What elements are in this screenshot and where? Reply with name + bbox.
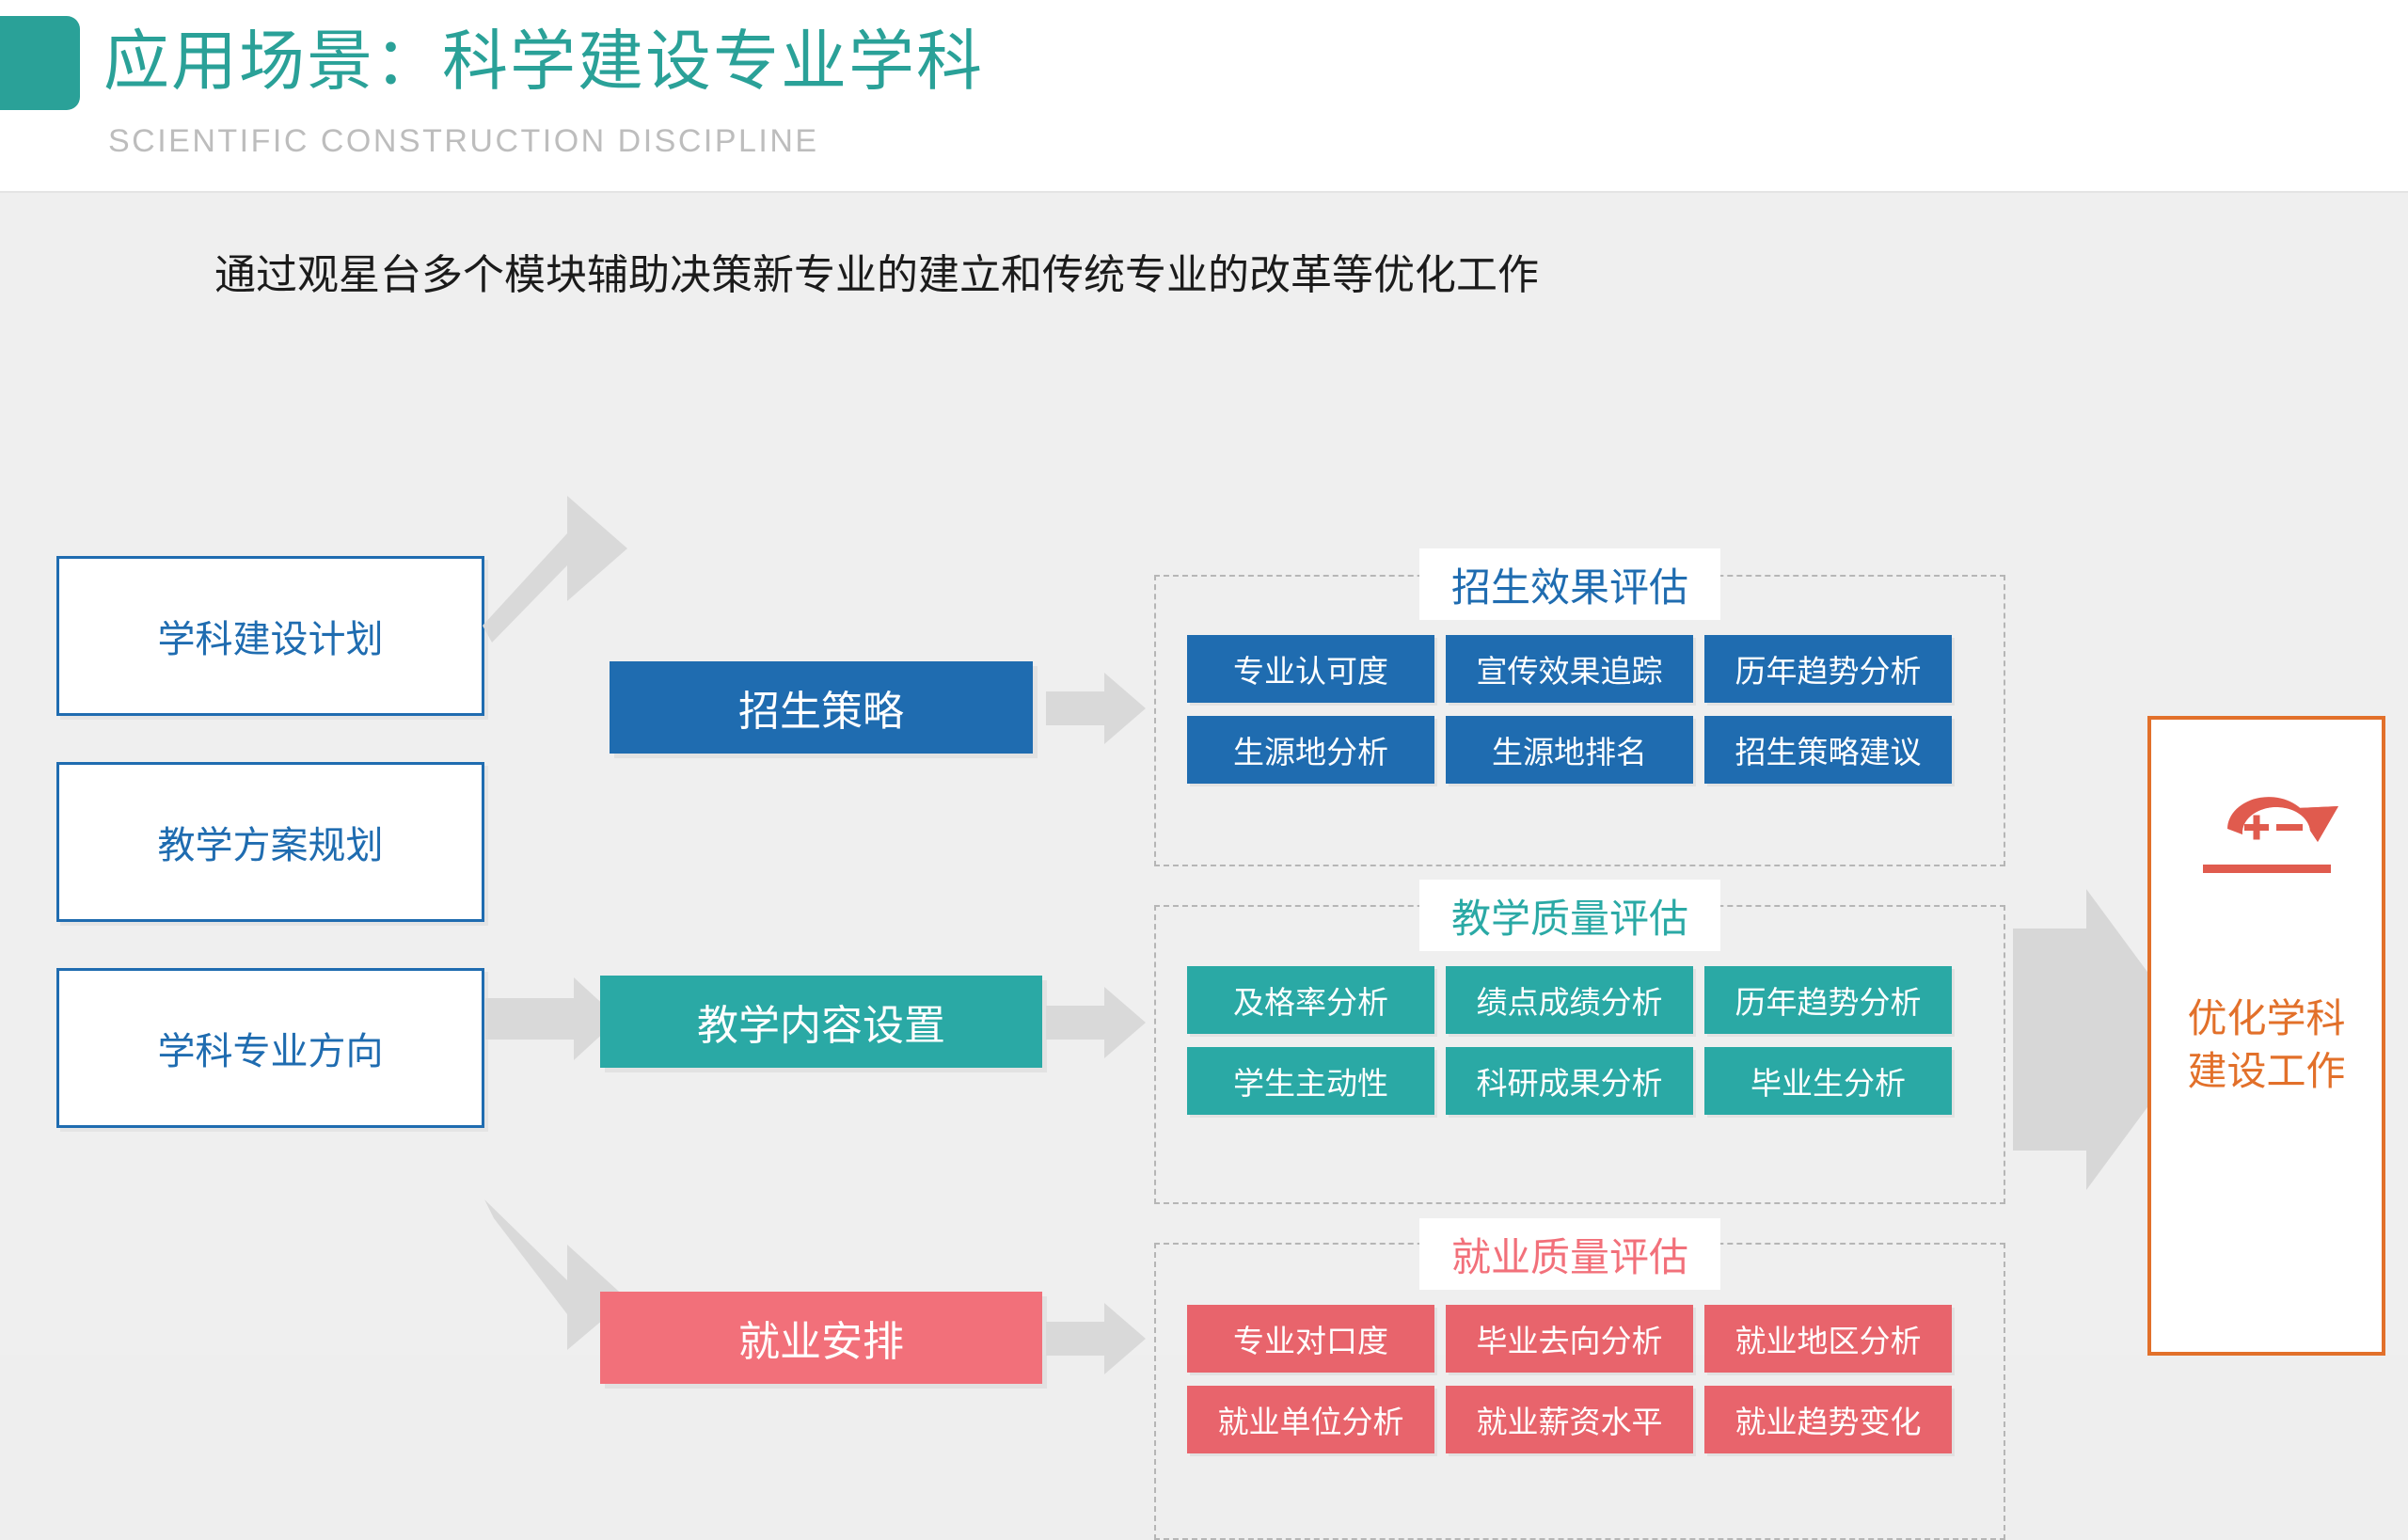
cell-grid-employment: 专业对口度 毕业去向分析 就业地区分析 就业单位分析 就业薪资水平 就业趋势变化 xyxy=(1187,1305,1952,1453)
diagonal-arrow-up-right-1 xyxy=(475,475,635,644)
stage-button-label: 招生策略 xyxy=(738,689,904,735)
metric-cell[interactable]: 就业趋势变化 xyxy=(1704,1386,1952,1453)
cell-grid-teaching: 及格率分析 绩点成绩分析 历年趋势分析 学生主动性 科研成果分析 毕业生分析 xyxy=(1187,966,1952,1115)
input-box-label: 学科专业方向 xyxy=(157,1031,384,1072)
header-accent-block xyxy=(0,16,80,110)
cell-grid-enrollment: 专业认可度 宣传效果追踪 历年趋势分析 生源地分析 生源地排名 招生策略建议 xyxy=(1187,635,1952,784)
metric-cell[interactable]: 毕业生分析 xyxy=(1704,1047,1952,1115)
metric-cell[interactable]: 专业对口度 xyxy=(1187,1305,1434,1373)
metric-cell[interactable]: 科研成果分析 xyxy=(1446,1047,1693,1115)
result-box-label: 优化学科 建设工作 xyxy=(2151,992,2382,1098)
stage-button-teaching-content[interactable]: 教学内容设置 xyxy=(600,976,1042,1068)
metric-cell[interactable]: 毕业去向分析 xyxy=(1446,1305,1693,1373)
arrow-right-to-panel-2 xyxy=(1046,985,1148,1060)
big-chevron-right-icon xyxy=(2013,889,2201,1190)
result-line-2: 建设工作 xyxy=(2187,1049,2346,1093)
input-box-discipline-plan[interactable]: 学科建设计划 xyxy=(56,556,484,716)
input-box-teaching-plan[interactable]: 教学方案规划 xyxy=(56,762,484,922)
metric-cell[interactable]: 绩点成绩分析 xyxy=(1446,966,1693,1034)
stage-button-label: 就业安排 xyxy=(738,1319,904,1365)
panel-title-teaching: 教学质量评估 xyxy=(1418,880,1721,951)
metric-cell[interactable]: 生源地分析 xyxy=(1187,716,1434,784)
input-box-label: 教学方案规划 xyxy=(157,825,384,866)
stage-button-label: 教学内容设置 xyxy=(697,1003,945,1049)
metric-cell[interactable]: 历年趋势分析 xyxy=(1704,966,1952,1034)
panel-title-employment: 就业质量评估 xyxy=(1418,1218,1721,1290)
metric-cell[interactable]: 招生策略建议 xyxy=(1704,716,1952,784)
result-line-1: 优化学科 xyxy=(2187,996,2346,1040)
stage-button-enrollment-strategy[interactable]: 招生策略 xyxy=(610,661,1033,754)
header-divider xyxy=(0,191,2408,193)
cycle-plus-minus-icon xyxy=(2186,774,2348,878)
metric-cell[interactable]: 历年趋势分析 xyxy=(1704,635,1952,703)
page-title: 应用场景：科学建设专业学科 xyxy=(103,24,984,98)
metric-cell[interactable]: 生源地排名 xyxy=(1446,716,1693,784)
stage-button-employment-arrangement[interactable]: 就业安排 xyxy=(600,1292,1042,1384)
page-subtitle: SCIENTIFIC CONSTRUCTION DISCIPLINE xyxy=(108,123,819,159)
metric-cell[interactable]: 宣传效果追踪 xyxy=(1446,635,1693,703)
diagonal-arrow-right-2 xyxy=(482,970,623,1073)
arrow-right-to-panel-3 xyxy=(1046,1301,1148,1376)
result-box-optimize-discipline[interactable]: 优化学科 建设工作 xyxy=(2147,716,2385,1356)
input-box-label: 学科建设计划 xyxy=(157,619,384,660)
lead-description: 通过观星台多个模块辅助决策新专业的建立和传统专业的改革等优化工作 xyxy=(214,252,1539,298)
input-box-discipline-direction[interactable]: 学科专业方向 xyxy=(56,968,484,1128)
metric-cell[interactable]: 及格率分析 xyxy=(1187,966,1434,1034)
metric-cell[interactable]: 专业认可度 xyxy=(1187,635,1434,703)
arrow-right-to-panel-1 xyxy=(1046,671,1148,746)
content-area: 通过观星台多个模块辅助决策新专业的建立和传统专业的改革等优化工作 学科建设计划 … xyxy=(0,193,2408,1540)
metric-cell[interactable]: 就业地区分析 xyxy=(1704,1305,1952,1373)
diagonal-arrow-down-right-3 xyxy=(475,1190,635,1364)
metric-cell[interactable]: 就业单位分析 xyxy=(1187,1386,1434,1453)
metric-cell[interactable]: 学生主动性 xyxy=(1187,1047,1434,1115)
page-header: 应用场景：科学建设专业学科 SCIENTIFIC CONSTRUCTION DI… xyxy=(0,0,2408,193)
metric-cell[interactable]: 就业薪资水平 xyxy=(1446,1386,1693,1453)
panel-title-enrollment: 招生效果评估 xyxy=(1418,548,1721,620)
